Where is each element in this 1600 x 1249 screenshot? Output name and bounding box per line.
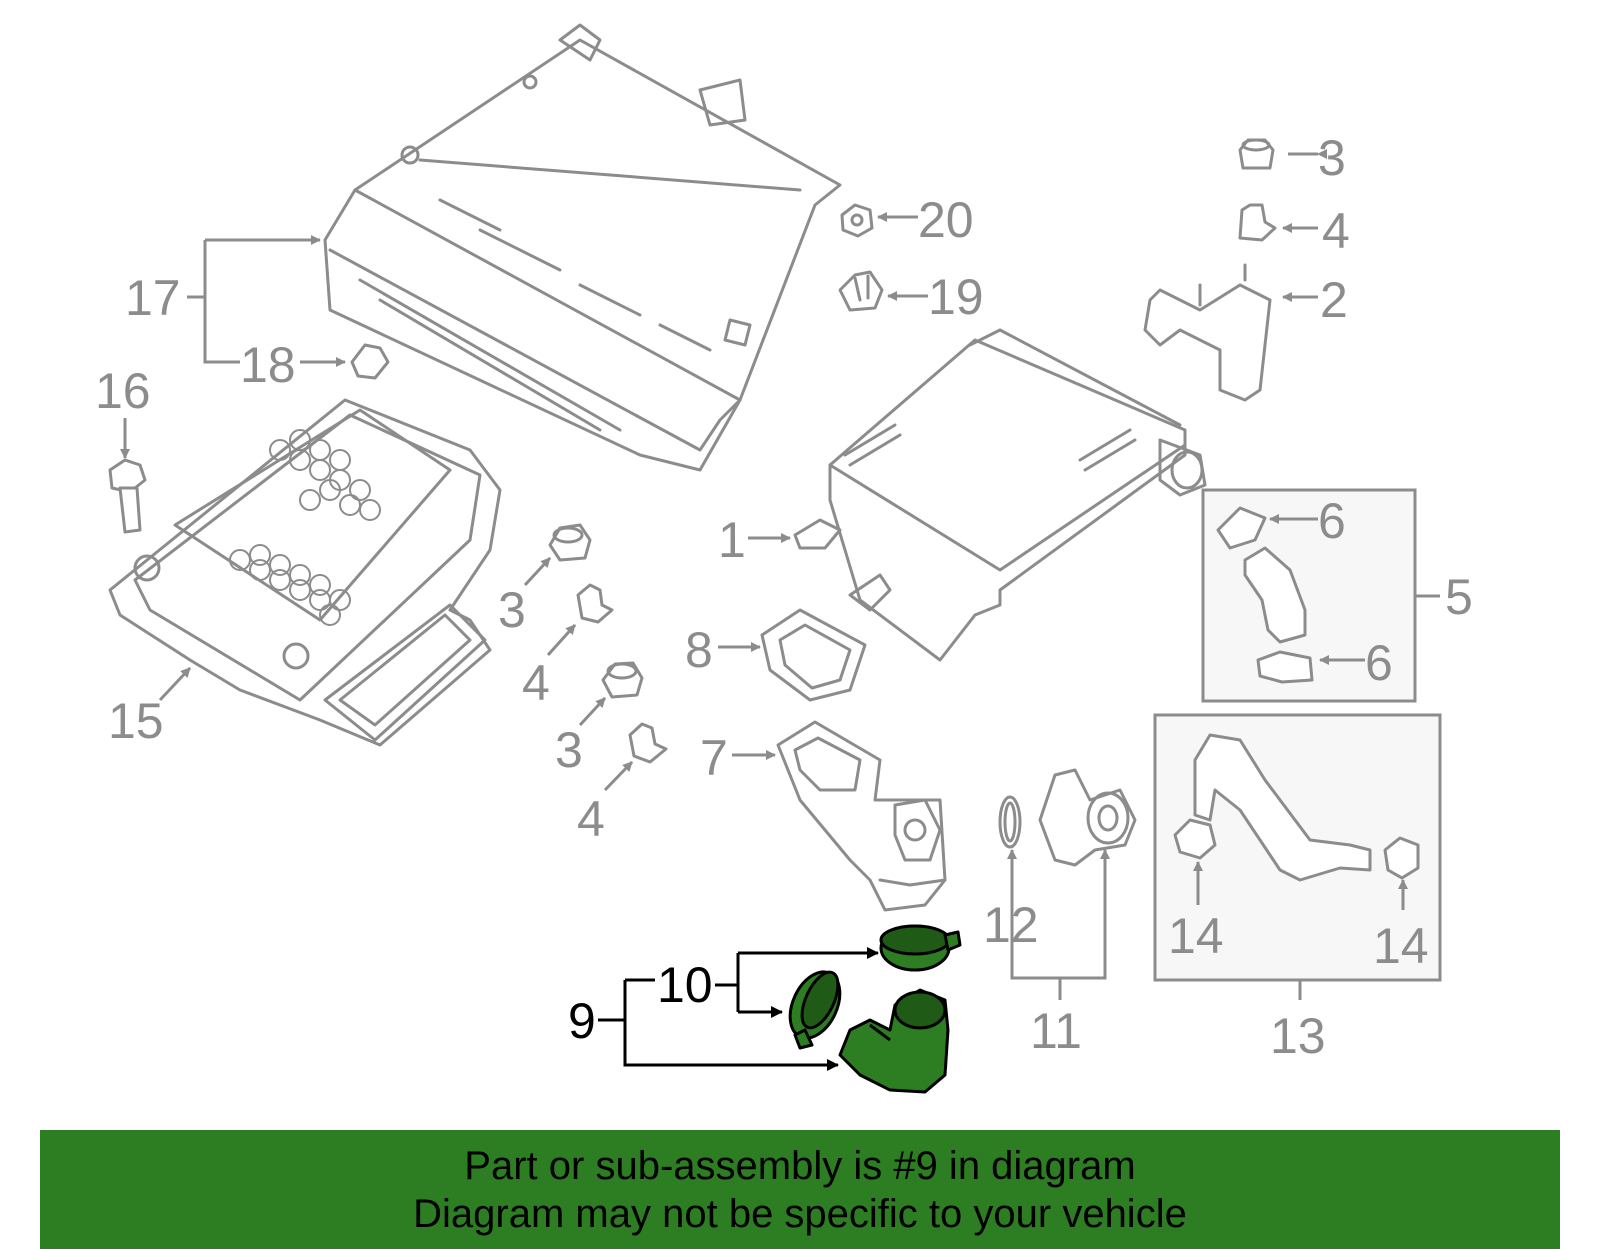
callout-13: 13 xyxy=(1270,1008,1326,1064)
part-7-outlet-pipe xyxy=(776,720,947,912)
part-12-o-ring xyxy=(998,795,1022,849)
callout-4: 4 xyxy=(1322,203,1350,259)
part-18-clip xyxy=(350,343,390,380)
part-1-intercooler xyxy=(793,328,1207,662)
callout-1: 1 xyxy=(718,512,746,568)
callout-9: 9 xyxy=(568,993,596,1049)
callout-4: 4 xyxy=(577,791,605,847)
part-10-clamp-upper xyxy=(879,924,962,972)
part-15-engine-cover xyxy=(108,398,502,747)
callout-5: 5 xyxy=(1445,569,1473,625)
part-3-mount-upper xyxy=(548,523,592,562)
callout-11: 11 xyxy=(1030,1003,1082,1059)
callout-3: 3 xyxy=(555,722,583,778)
callout-17: 17 xyxy=(125,270,181,326)
part-17-housing xyxy=(323,23,842,472)
part-9-hose[interactable] xyxy=(838,988,950,1094)
part-16-bolt xyxy=(108,458,147,534)
part-4-bushing-top xyxy=(1238,203,1277,242)
callout-15: 15 xyxy=(108,693,164,749)
part-8-gasket xyxy=(760,608,867,702)
part-2-bracket xyxy=(1143,263,1272,402)
callout-3: 3 xyxy=(1318,130,1346,186)
callout-16: 16 xyxy=(95,363,151,419)
group-13-box xyxy=(1153,713,1442,982)
part-11-valve xyxy=(1038,768,1137,867)
callout-20: 20 xyxy=(918,192,974,248)
part-4-bushing-upper xyxy=(576,583,614,624)
part-10-clamp-lower xyxy=(788,970,842,1050)
leader-lines xyxy=(120,149,1440,1000)
callout-14: 14 xyxy=(1168,908,1224,964)
callout-8: 8 xyxy=(685,622,713,678)
callout-10: 10 xyxy=(657,957,713,1013)
callout-labels: 3 20 4 19 2 17 18 16 1 6 5 3 8 6 4 15 3 … xyxy=(95,130,1473,1064)
callout-6: 6 xyxy=(1365,635,1393,691)
callout-12: 12 xyxy=(983,897,1039,953)
callout-4: 4 xyxy=(522,655,550,711)
leader-lines-highlight xyxy=(598,947,879,1071)
callout-3: 3 xyxy=(498,582,526,638)
part-3-mount-top xyxy=(1238,138,1275,170)
part-4-bushing-lower xyxy=(628,722,668,764)
callout-19: 19 xyxy=(928,269,984,325)
part-20-nut xyxy=(840,203,874,238)
callout-18: 18 xyxy=(240,337,296,393)
info-banner: Part or sub-assembly is #9 in diagram Di… xyxy=(40,1130,1560,1249)
callout-7: 7 xyxy=(700,730,728,786)
banner-line-1: Part or sub-assembly is #9 in diagram xyxy=(464,1144,1136,1188)
callout-2: 2 xyxy=(1320,272,1348,328)
part-3-mount-lower xyxy=(601,661,644,699)
banner-line-2: Diagram may not be specific to your vehi… xyxy=(413,1192,1187,1236)
group-5-box xyxy=(1201,488,1417,703)
callout-14: 14 xyxy=(1373,918,1429,974)
callout-6: 6 xyxy=(1318,493,1346,549)
part-19-clip xyxy=(838,270,884,312)
